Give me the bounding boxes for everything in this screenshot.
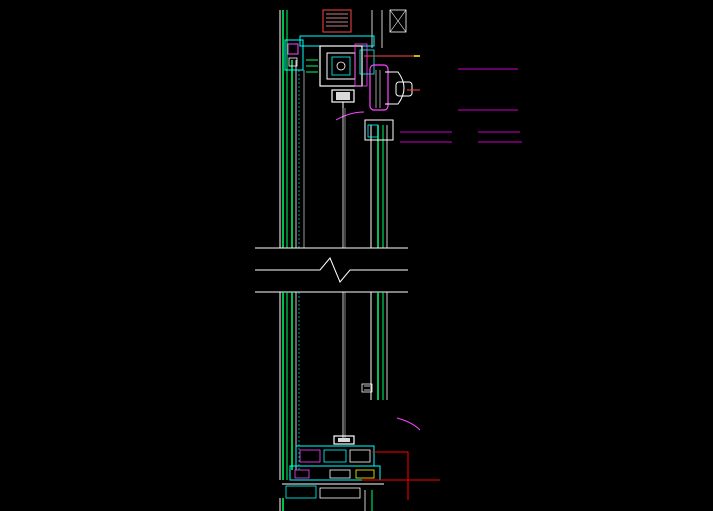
right-glass-pane-lower xyxy=(361,292,421,431)
side-damper-handle xyxy=(364,55,420,111)
center-hanging-glass-line xyxy=(342,108,346,438)
leader-lines xyxy=(400,68,522,143)
bottom-sill-assembly xyxy=(279,435,440,511)
right-glass-pane-upper xyxy=(364,10,394,248)
left-glass-pane-lower xyxy=(279,292,300,480)
break-line xyxy=(255,247,408,293)
top-transom-assembly xyxy=(284,35,375,87)
roller-carriage xyxy=(331,89,365,121)
top-hatched-block xyxy=(322,9,407,33)
left-glass-pane-upper xyxy=(279,10,305,248)
